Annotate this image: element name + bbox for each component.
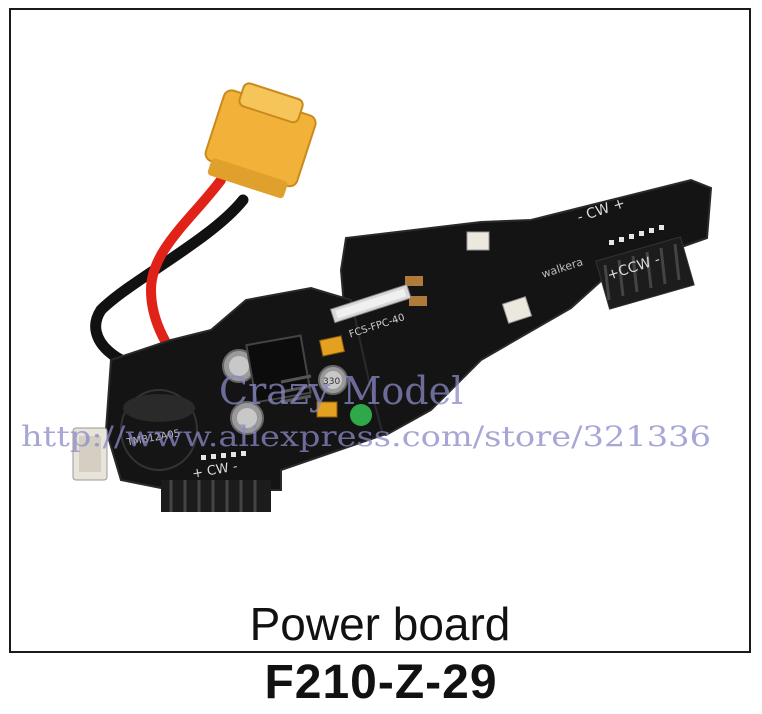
product-frame: TMB12A05 330 [9, 8, 751, 653]
tantalum-cap-1 [318, 335, 346, 357]
xt60-connector [204, 82, 317, 199]
part-number: F210-Z-29 [264, 656, 498, 709]
qc-sticker [350, 404, 372, 426]
capacitor-value: 330 [323, 377, 340, 387]
regulator-heat-fins [280, 374, 312, 404]
smd-component-2 [409, 296, 427, 306]
heatsink-right [595, 236, 695, 310]
tantalum-cap-2 [316, 401, 338, 418]
watermark-brand: Crazy Model [219, 369, 463, 413]
pin-holes [201, 225, 664, 460]
left-connector [72, 427, 108, 481]
smd-component-1 [405, 276, 423, 286]
product-caption: Power board [249, 598, 511, 650]
connector-top [466, 231, 490, 251]
capacitors: 330 [222, 349, 348, 435]
power-board-photo: TMB12A05 330 [21, 82, 713, 512]
connector-mid [501, 296, 533, 324]
regulator-ic [245, 334, 312, 404]
watermark-url: http://www.aliexpress.com/store/321336 [21, 420, 711, 453]
buzzer: TMB12A05 [120, 389, 198, 471]
heatsink-left [161, 480, 271, 512]
